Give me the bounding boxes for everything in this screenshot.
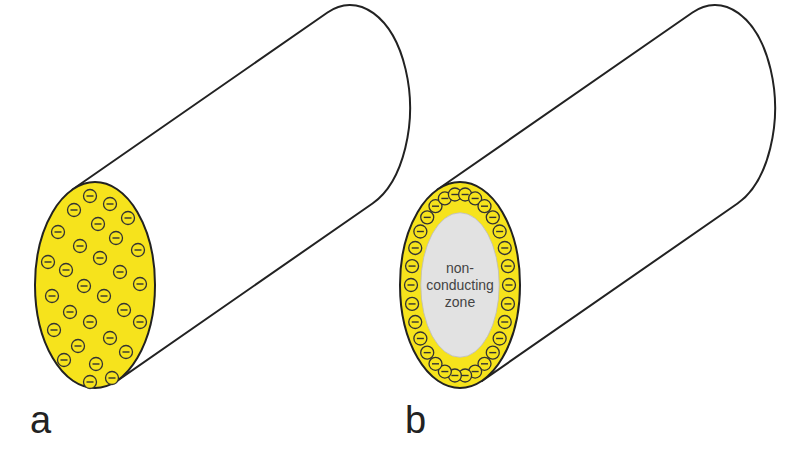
conductor-face [35, 182, 155, 388]
electron-symbol [414, 332, 427, 345]
panel-letter: a [30, 400, 51, 440]
electron-symbol [46, 290, 59, 303]
electron-symbol [486, 211, 499, 224]
electron-symbol [486, 346, 499, 359]
electron-symbol [48, 324, 61, 337]
electron-symbol [421, 346, 434, 359]
electron-symbol [414, 225, 427, 238]
electron-symbol [134, 278, 147, 291]
electron-symbol [72, 340, 85, 353]
electron-symbol [498, 241, 511, 254]
electron-symbol [405, 279, 418, 292]
electron-symbol [74, 240, 87, 253]
electron-symbol [98, 290, 111, 303]
electron-symbol [52, 226, 65, 239]
electron-symbol [42, 256, 55, 269]
electron-symbol [493, 332, 506, 345]
electron-symbol [406, 297, 419, 310]
electron-symbol [421, 211, 434, 224]
electron-symbol [409, 316, 422, 329]
electron-symbol [84, 190, 97, 203]
electron-symbol [84, 316, 97, 329]
electron-symbol [94, 252, 107, 265]
electron-symbol [60, 264, 73, 277]
electron-symbol [501, 297, 514, 310]
solid-conductor [35, 5, 410, 389]
electron-symbol [104, 332, 117, 345]
electron-symbol [106, 372, 119, 385]
electron-symbol [501, 260, 514, 273]
electron-symbol [68, 204, 81, 217]
electron-symbol [120, 346, 133, 359]
electron-symbol [104, 198, 117, 211]
skin-effect-conductor [400, 5, 775, 388]
non-conducting-zone: non- conducting zone [420, 212, 500, 358]
electron-symbol [58, 354, 71, 367]
electron-symbol [134, 316, 147, 329]
electron-symbol [498, 316, 511, 329]
electron-symbol [429, 357, 442, 370]
electron-symbol [118, 304, 131, 317]
electron-symbol [64, 306, 77, 319]
electron-symbol [122, 212, 135, 225]
electron-symbol [90, 358, 103, 371]
electron-symbol [110, 232, 123, 245]
electron-symbol [84, 376, 97, 389]
electron-symbol [409, 241, 422, 254]
electron-symbol [114, 266, 127, 279]
electron-symbol [478, 200, 491, 213]
electron-symbol [78, 280, 91, 293]
zone-label: non- conducting zone [426, 260, 495, 311]
panel-letter: b [405, 400, 426, 440]
electron-symbol [406, 260, 419, 273]
electron-symbol [503, 279, 516, 292]
conductor-face [400, 182, 520, 388]
electron-symbol [132, 244, 145, 257]
electron-symbol [92, 218, 105, 231]
electron-symbol [493, 225, 506, 238]
